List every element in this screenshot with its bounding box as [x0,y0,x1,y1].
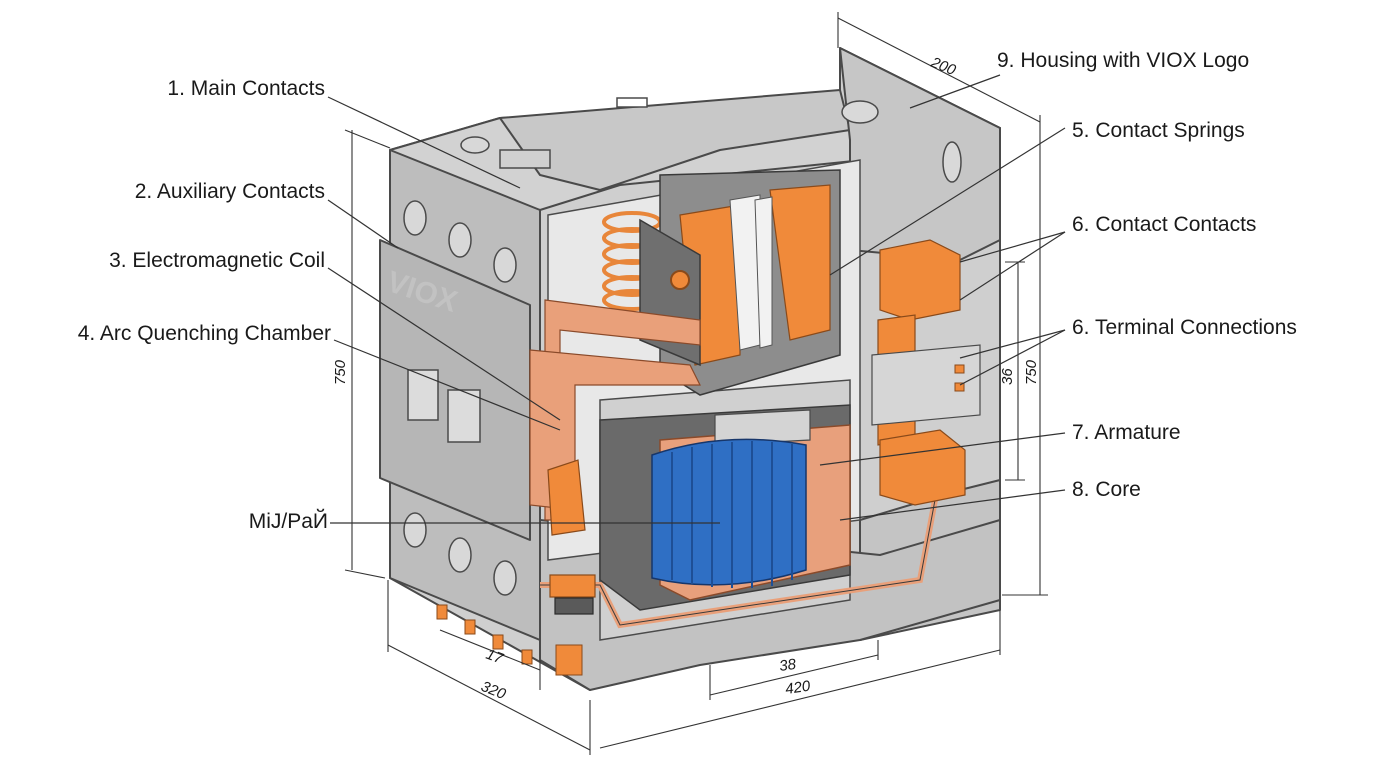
right-labels: 9. Housing with VIOX Logo 5. Contact Spr… [997,49,1297,501]
dim-right-inner: 36 [999,368,1016,385]
dim-bottom-total: 420 [784,678,812,698]
dim-top-width: 200 [928,54,959,80]
dim-bottom-38: 38 [778,656,798,675]
label-contact-springs: 5. Contact Springs [1072,119,1245,142]
label-auxiliary-contacts: 2. Auxiliary Contacts [135,180,325,203]
main-contact-block [639,169,841,396]
dim-bottom-depth: 320 [479,678,509,703]
dim-left-height: 750 [332,359,349,385]
label-electromagnetic-coil: 3. Electromagnetic Coil [109,249,325,272]
label-housing: 9. Housing with VIOX Logo [997,49,1249,72]
dimension-values: 200 750 750 36 17 320 38 420 [332,54,1040,704]
label-core: 8. Core [1072,478,1141,501]
label-coil-marker: MiJ/PaЙ [249,509,328,533]
label-arc-quenching-chamber: 4. Arc Quenching Chamber [78,322,331,345]
dimension-lines [344,12,1048,755]
terminal-assembly [871,239,981,506]
label-contact-contacts: 6. Contact Contacts [1072,213,1256,236]
leader-lines [327,74,1066,524]
electromagnetic-coil [599,404,851,611]
bottom-terminals [436,574,596,676]
label-terminal-connections: 6. Terminal Connections [1072,316,1297,339]
dim-right-height: 750 [1023,359,1040,385]
left-labels: 1. Main Contacts 2. Auxiliary Contacts 3… [78,77,331,533]
label-main-contacts: 1. Main Contacts [167,77,325,100]
label-armature: 7. Armature [1072,421,1181,444]
dim-bottom-small: 17 [484,646,506,668]
